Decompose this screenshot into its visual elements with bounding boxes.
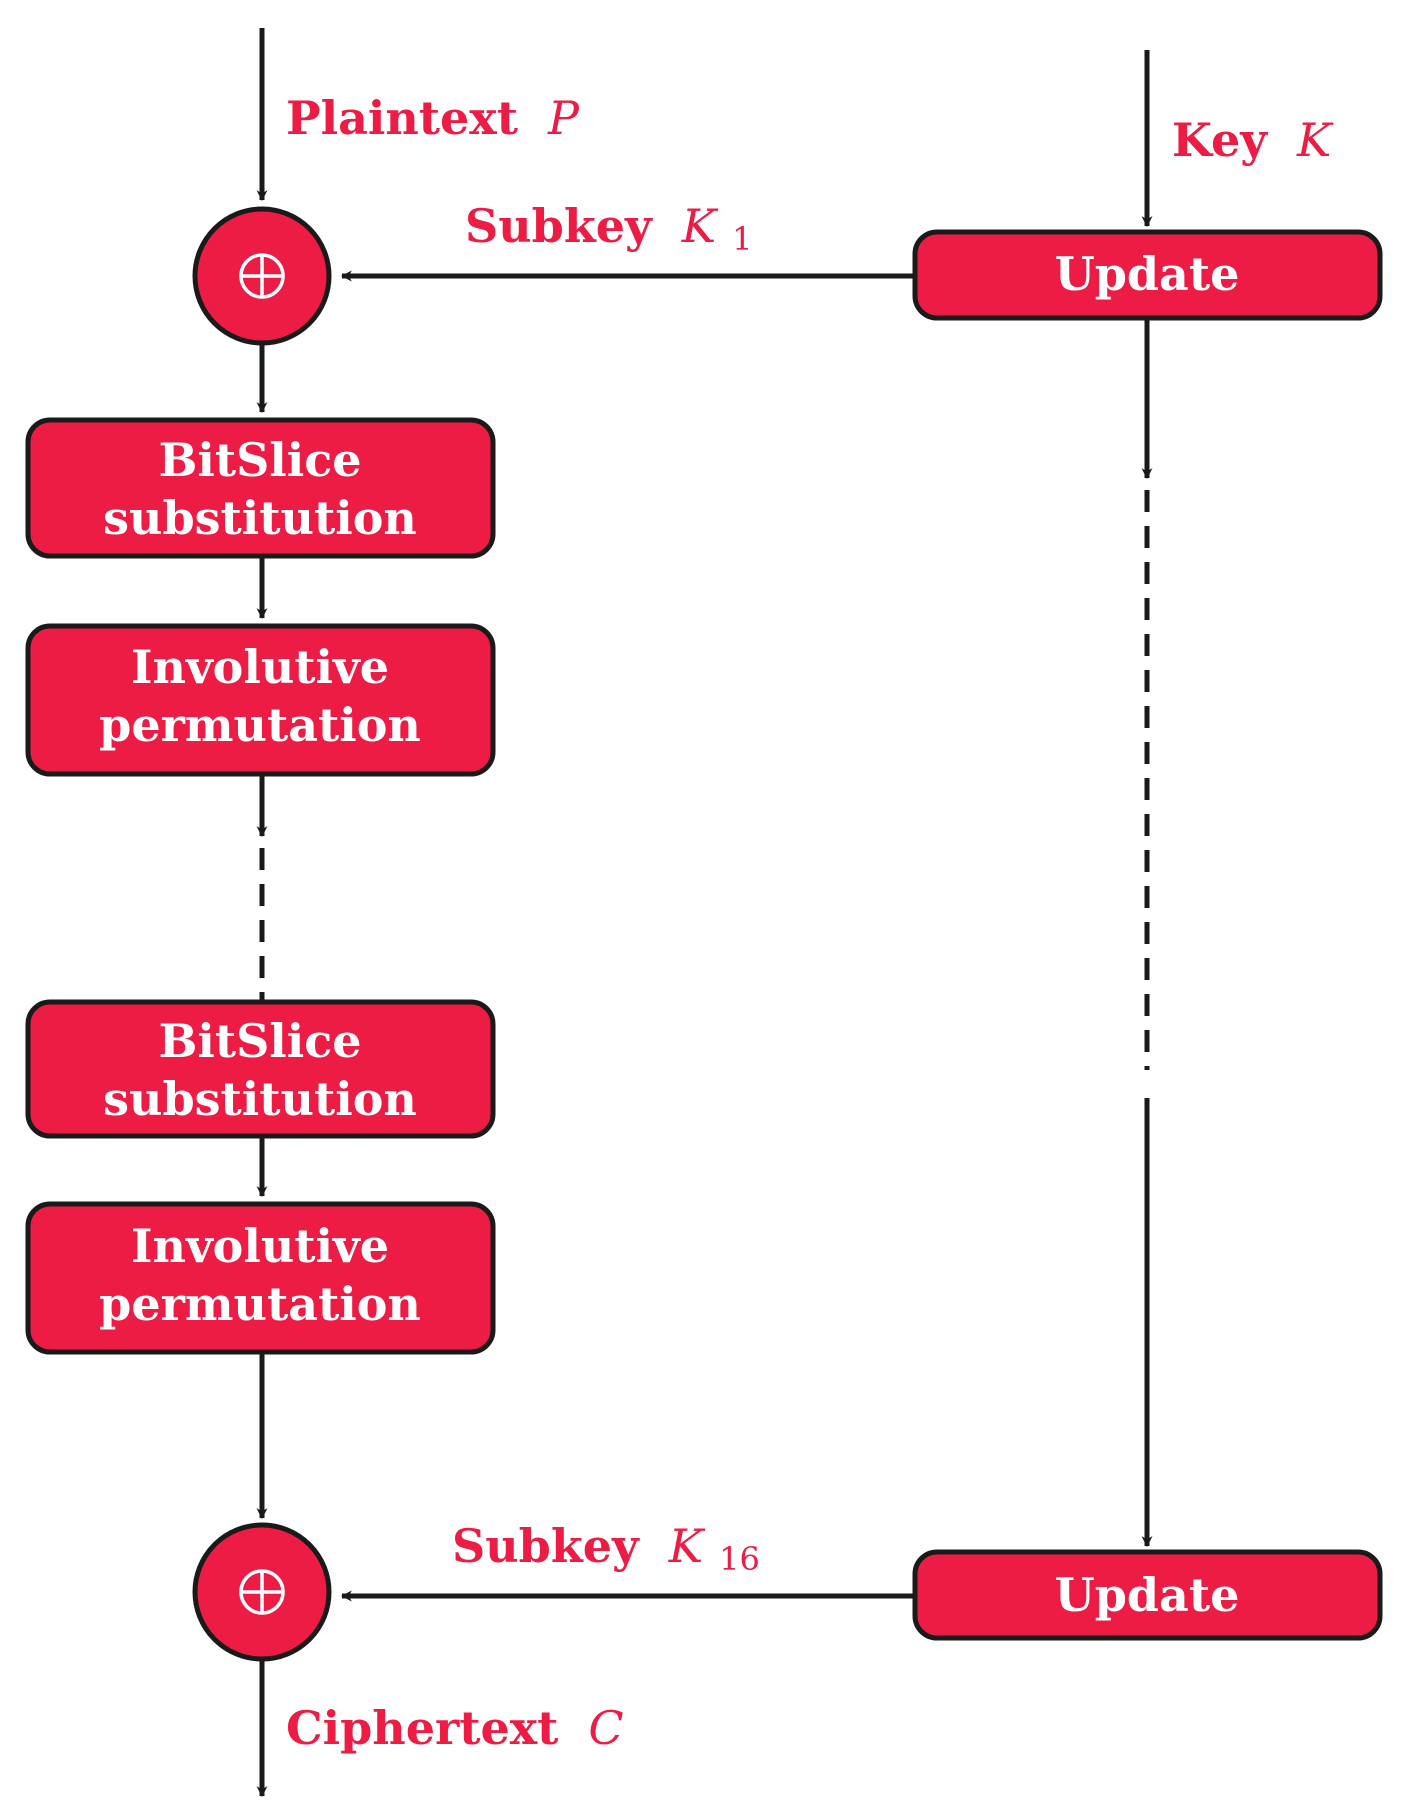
involutive-permutation-box-2: Involutive permutation (25, 1201, 496, 1355)
key-label: Key K (1172, 113, 1334, 167)
svg-text:BitSlice: BitSlice (158, 433, 361, 487)
svg-text:permutation: permutation (99, 698, 421, 752)
xor-symbol-icon (239, 253, 285, 299)
svg-text:Involutive: Involutive (131, 640, 389, 694)
plaintext-label: Plaintext P (286, 91, 580, 145)
update-box-last: Update (912, 1549, 1383, 1641)
involutive-permutation-box-1: Involutive permutation (25, 623, 496, 777)
svg-text:BitSlice: BitSlice (158, 1014, 361, 1068)
xor-node-last (192, 1522, 332, 1662)
subkey-last-label: Subkey K 16 (452, 1519, 760, 1578)
bitslice-substitution-box-1: BitSlice substitution (25, 417, 496, 559)
xor-symbol-icon (239, 1569, 285, 1615)
ciphertext-label: Ciphertext C (286, 1701, 624, 1755)
bitslice-substitution-box-2: BitSlice substitution (25, 999, 496, 1139)
subkey-first-label: Subkey K 1 (465, 199, 752, 258)
svg-text:Update: Update (1055, 247, 1240, 301)
svg-text:permutation: permutation (99, 1277, 421, 1331)
xor-node-first (192, 206, 332, 346)
svg-text:Involutive: Involutive (131, 1219, 389, 1273)
update-box-first: Update (912, 229, 1383, 321)
svg-text:Update: Update (1055, 1568, 1240, 1622)
svg-text:substitution: substitution (103, 491, 417, 545)
svg-text:substitution: substitution (103, 1072, 417, 1126)
